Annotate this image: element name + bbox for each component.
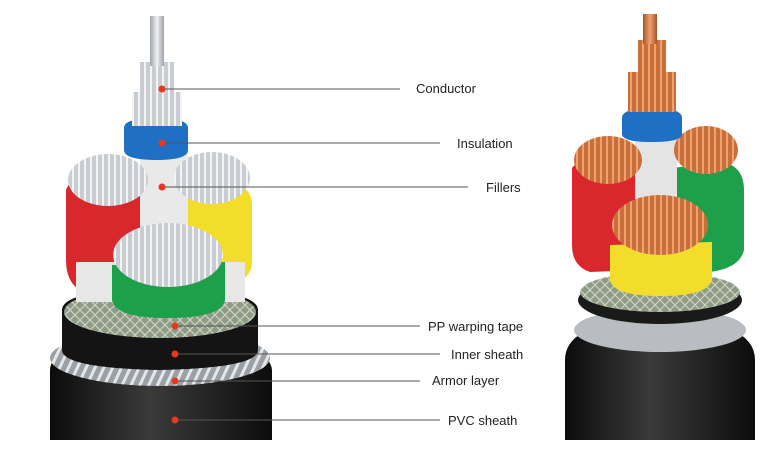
marker-dot-conductor (158, 85, 166, 93)
callouts (162, 88, 468, 421)
label-pp-tape: PP warping tape (428, 319, 524, 334)
marker-dot-inner-sheath (171, 350, 179, 358)
marker-dot-fillers (158, 183, 166, 191)
red-core-right (572, 161, 640, 272)
label-conductor: Conductor (416, 81, 476, 96)
left-cable-illustration (50, 16, 272, 440)
label-inner-sheath: Inner sheath (451, 347, 524, 362)
label-insulation: Insulation (457, 136, 513, 151)
yellow-core-right (610, 242, 712, 296)
marker-dot-insulation (158, 139, 166, 147)
pvc-sheath-right (565, 318, 755, 440)
label-fillers: Fillers (486, 180, 521, 195)
marker-dot-pvc (171, 416, 179, 424)
marker-dot-armor (171, 377, 179, 385)
label-armor: Armor layer (432, 373, 500, 388)
right-cable-illustration (565, 14, 755, 440)
marker-dot-pp-tape (171, 322, 179, 330)
label-pvc-sheath: PVC sheath (448, 413, 518, 428)
blue-insulation-left (124, 118, 188, 160)
